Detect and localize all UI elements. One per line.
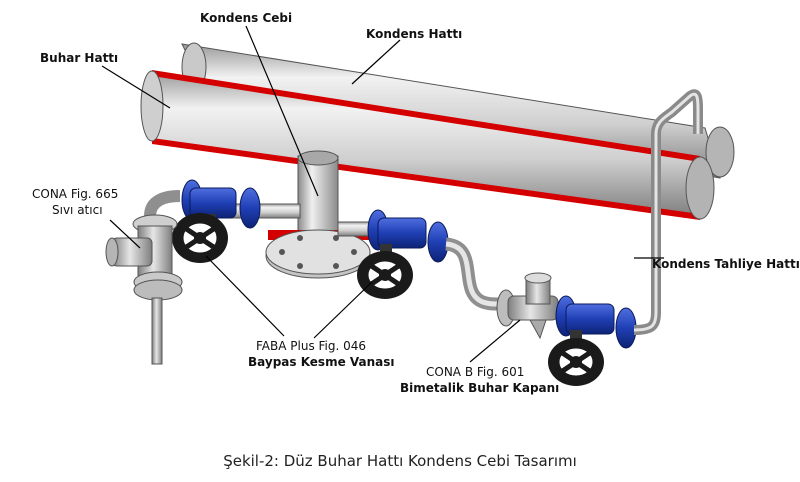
label-baypas-line1: FABA Plus Fig. 046 [256,339,366,353]
label-kondens-hatti: Kondens Hattı [366,27,462,41]
label-baypas-line2: Baypas Kesme Vanası [248,355,395,369]
trap-outlet-valve[interactable] [548,295,637,386]
label-sivi-atici-line1: CONA Fig. 665 [32,187,118,201]
figure-caption: Şekil-2: Düz Buhar Hattı Kondens Cebi Ta… [223,452,577,470]
bimetallic-steam-trap [496,272,559,340]
leader-lines [101,25,664,363]
label-kapan-line1: CONA B Fig. 601 [426,365,524,379]
label-kapan-line2: Bimetalik Buhar Kapanı [400,381,559,395]
faba-valve-left[interactable] [172,179,261,263]
label-tahliye: Kondens Tahliye Hattı [652,257,800,271]
handwheel-icon[interactable] [548,338,604,386]
liquid-drainer [105,190,183,365]
handwheel-icon[interactable] [357,251,413,299]
label-kondens-cebi: Kondens Cebi [200,11,292,25]
label-sivi-atici-line2: Sıvı atıcı [52,203,103,217]
steam-main-pipe [140,70,715,220]
label-buhar-hatti: Buhar Hattı [40,51,118,65]
faba-valve-right[interactable] [357,209,449,299]
handwheel-icon[interactable] [172,213,228,263]
